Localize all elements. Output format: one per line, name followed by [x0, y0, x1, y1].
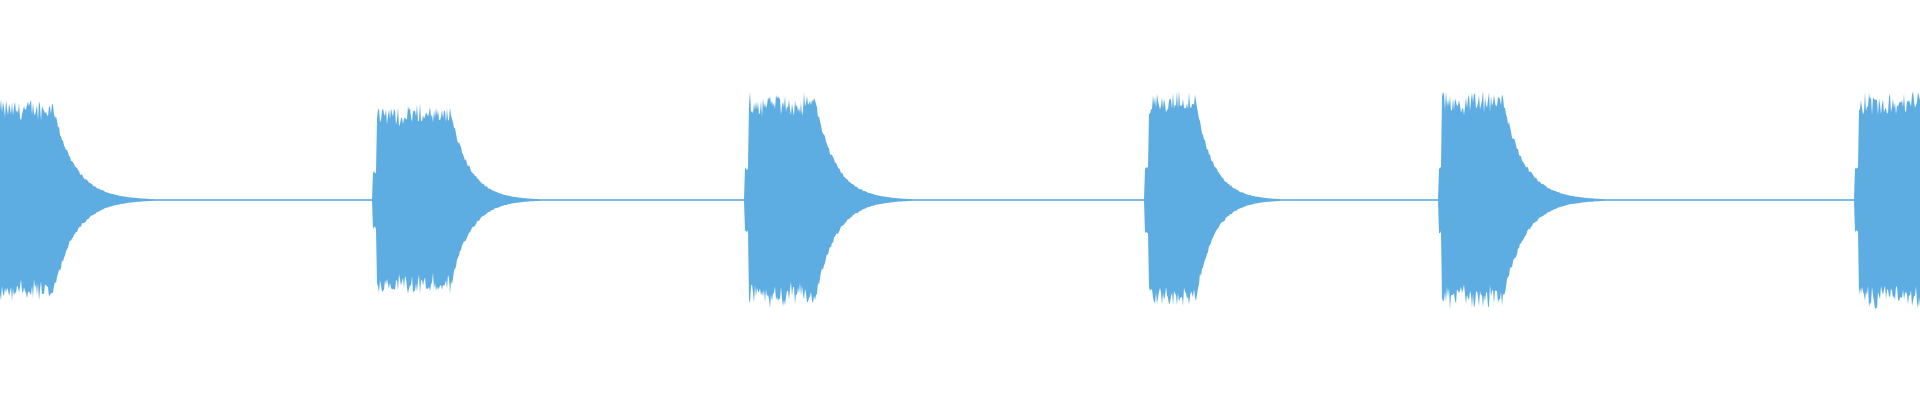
waveform-signal	[0, 90, 1920, 310]
